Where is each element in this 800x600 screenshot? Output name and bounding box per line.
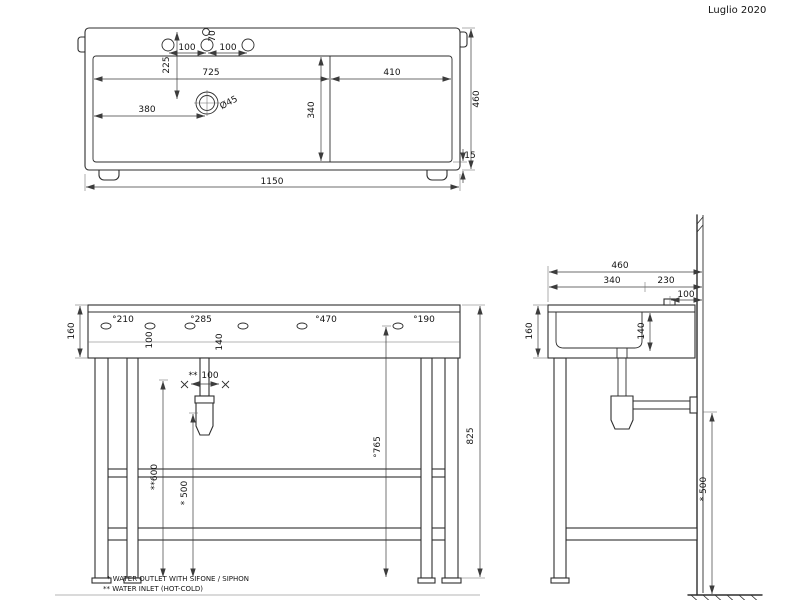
side-view: 460 340 230 100 160 140 * 500	[525, 214, 763, 600]
basin-section	[547, 304, 696, 359]
date-label: Luglio 2020	[708, 5, 766, 16]
top-view-plan: 70 100 100 225 725 410 380 Ø45 340 460 1…	[77, 27, 482, 191]
dim-70: 70	[208, 30, 218, 42]
leg-foot	[123, 577, 142, 584]
floor-hatch	[738, 594, 746, 600]
tap-hole-1	[161, 38, 175, 52]
inlet-mark: **	[189, 371, 199, 381]
inlet-cross-left	[180, 380, 189, 389]
dim-340-side: 340	[603, 276, 620, 286]
dim-410: 410	[383, 68, 400, 78]
towel-rail-side	[565, 527, 698, 541]
note-water-inlet: ** WATER INLET (HOT-COLD)	[103, 585, 203, 593]
dim-140: 140	[215, 333, 225, 350]
siphon-bottle	[195, 402, 214, 436]
dim-470: °470	[315, 315, 337, 325]
dim-825: 825	[466, 427, 476, 444]
dim-15: 15	[464, 151, 475, 161]
dim-340: 340	[307, 101, 317, 118]
dim-725: 725	[202, 68, 219, 78]
tap-hole-2	[200, 38, 214, 52]
leg-foot	[417, 577, 436, 584]
floor-hatch	[714, 594, 722, 600]
tap-hole-mark	[392, 322, 404, 330]
dim-100-right: 100	[219, 43, 236, 53]
bowl-profile	[555, 312, 643, 349]
tap-hole-mark	[144, 322, 156, 330]
leg-foot-side	[550, 577, 570, 584]
dim-285: °285	[190, 315, 212, 325]
wall-flange	[689, 396, 698, 414]
dim-460-side: 460	[611, 261, 628, 271]
dim-600: **600	[150, 464, 160, 490]
leg-front-right	[444, 357, 459, 579]
floor-hatch	[690, 594, 698, 600]
dim-500: * 500	[180, 480, 190, 505]
tap-hole-mark	[184, 322, 196, 330]
leg-foot	[441, 577, 462, 584]
dim-100-holes: 100	[145, 331, 155, 348]
dim-100-left: 100	[178, 43, 195, 53]
floor-hatch	[726, 594, 734, 600]
basin-outline-plan	[84, 27, 461, 171]
tap-hole-mark	[100, 322, 112, 330]
leg-back-left	[126, 357, 139, 579]
dim-210: °210	[112, 315, 134, 325]
dim-100-side: 100	[677, 290, 694, 300]
siphon-flange	[194, 395, 215, 404]
dim-1150: 1150	[261, 177, 284, 187]
floor-hatch	[702, 594, 710, 600]
leg-front-left	[94, 357, 109, 579]
dim-500-side: * 500	[699, 476, 709, 501]
dim-460: 460	[472, 90, 482, 107]
dim-140-side: 140	[637, 322, 647, 339]
tap-hole-mark	[237, 322, 249, 330]
basin-rim-plan	[92, 55, 453, 163]
wall-hatch	[696, 224, 704, 233]
dim-160-side: 160	[525, 322, 535, 339]
inlet-cross-right	[221, 380, 230, 389]
reference-hole	[202, 28, 210, 36]
wall-hatch	[696, 216, 704, 225]
leg-back-right	[420, 357, 433, 579]
dim-380: 380	[138, 105, 155, 115]
leg-side	[553, 357, 567, 579]
dim-765: °765	[373, 436, 383, 458]
dim-100-inlet: 100	[201, 371, 218, 381]
dim-230-side: 230	[657, 276, 674, 286]
leg-foot	[91, 577, 112, 584]
floor-hatch	[750, 594, 758, 600]
front-view: 160 °210 100 °285 140 °470 °190 ** 100 *…	[67, 304, 485, 584]
siphon-bottle-side	[610, 395, 634, 430]
towel-rail	[95, 527, 458, 541]
basin-front-face	[87, 304, 461, 359]
tap-hole-3	[241, 38, 255, 52]
tap-hole-mark	[296, 322, 308, 330]
note-water-outlet: * WATER OUTLET WITH SIFONE / SIPHON	[107, 575, 249, 583]
dim-160: 160	[67, 322, 77, 339]
dim-225: 225	[162, 56, 172, 73]
dim-190: °190	[413, 315, 435, 325]
